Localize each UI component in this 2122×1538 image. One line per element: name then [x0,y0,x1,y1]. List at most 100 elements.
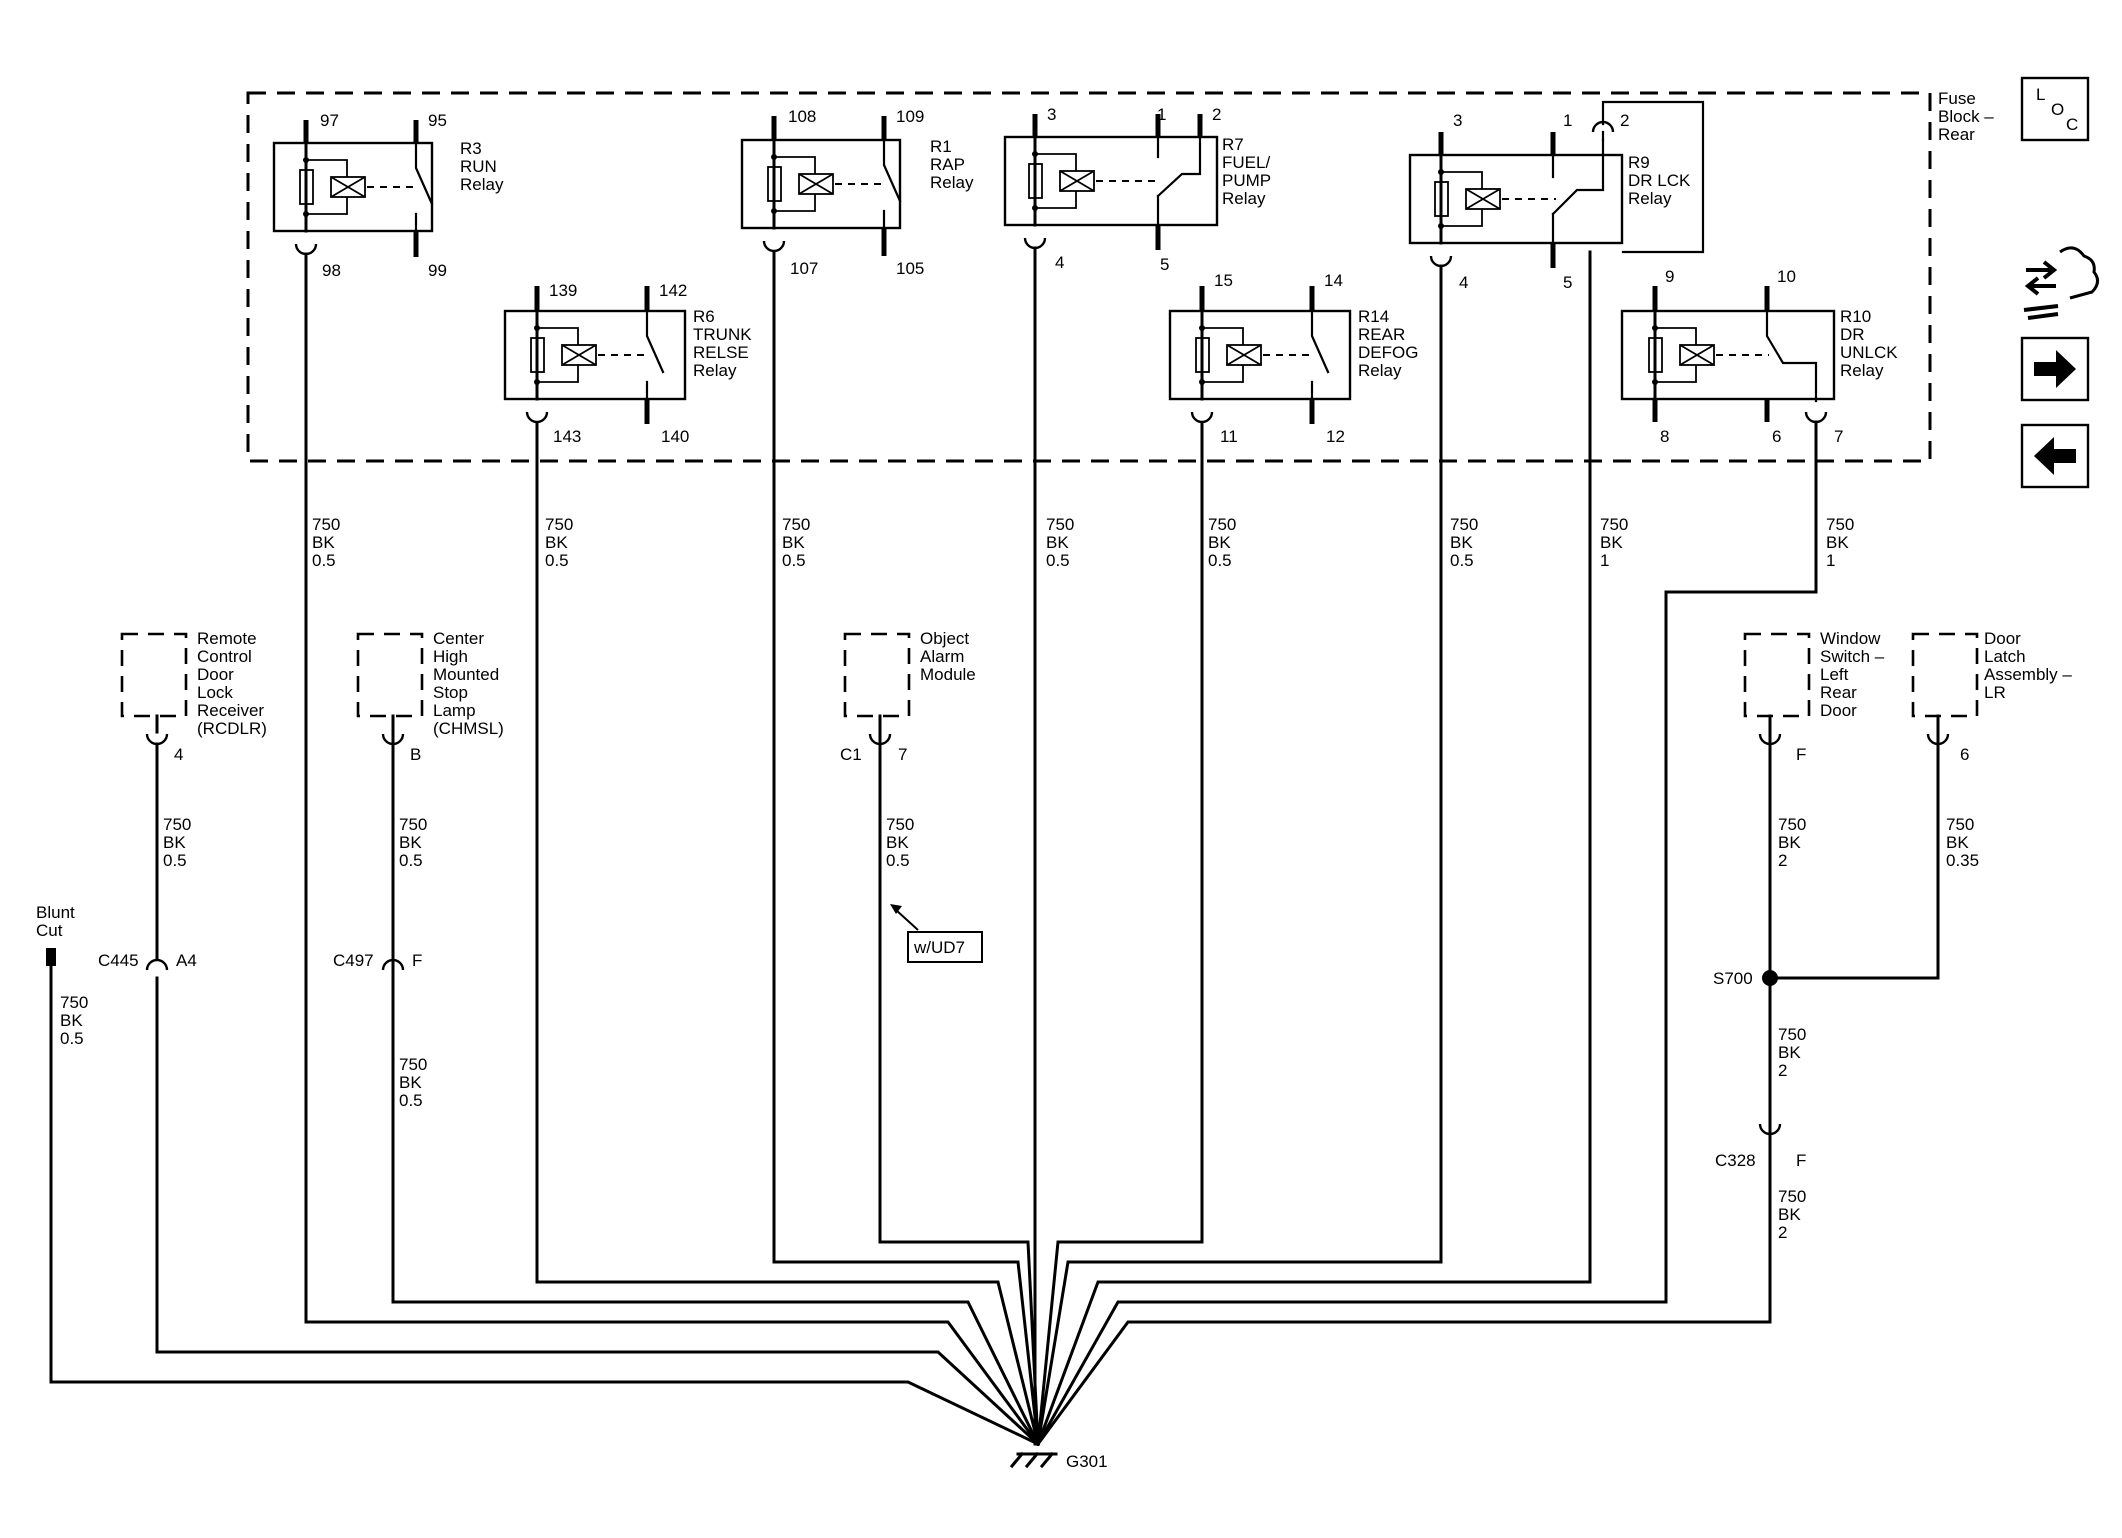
r3-pin-bottom-left: 98 [322,261,341,280]
r1-pin-bottom-right: 105 [896,259,924,278]
component-door-latch: 6 Door Latch Assembly – LR [1911,629,2077,764]
r14-pin-bottom-right: 12 [1326,427,1345,446]
r14-pin-top-right: 14 [1324,271,1343,290]
c445-pin: A4 [176,951,197,970]
dla-pin: 6 [1960,745,1969,764]
option-flag-label: w/UD7 [913,938,965,957]
relay-r3: 97 95 98 99 R3 RUN Relay [272,111,504,280]
r3-pin-top-left: 97 [320,111,339,130]
oam-label: Object Alarm Module [920,629,976,684]
rcdlr-pin: 4 [174,745,183,764]
r7-label: R7 FUEL/ PUMP Relay [1222,135,1276,208]
oam-pin: 7 [898,745,907,764]
fuse-block-outline [246,91,1932,463]
ground-g301: G301 [1009,1451,1108,1471]
r3-pin-bottom-right: 99 [428,261,447,280]
oam-connector: C1 [840,745,862,764]
relay-r6: 139 142 143 140 R6 TRUNK RELSE Relay [503,281,756,446]
dla-label: Door Latch Assembly – LR [1984,629,2077,702]
wsw-label: Window Switch – Left Rear Door [1820,629,1889,720]
component-chmsl: B Center High Mounted Stop Lamp (CHMSL) [356,629,504,960]
svg-text:C: C [2066,115,2078,134]
r7-pin-top-left: 3 [1047,105,1056,124]
r7-pin-top-mid: 1 [1157,105,1166,124]
c328-label: C328 [1715,1151,1756,1170]
relay-r1: 108 109 107 105 R1 RAP Relay [740,107,974,278]
arrow-right-icon[interactable] [2020,336,2090,402]
c328-pin: F [1796,1151,1806,1170]
rcdlr-label: Remote Control Door Lock Receiver (RCDLR… [197,629,269,738]
relay-r7: 3 1 2 4 5 R7 FUEL/ PUMP Relay [1003,105,1276,274]
r10-pin-bottom-left: 8 [1660,427,1669,446]
r6-pin-top-left: 139 [549,281,577,300]
component-icon[interactable] [2023,246,2099,320]
r9-pin-bottom-right: 5 [1563,273,1572,292]
g301-label: G301 [1066,1452,1108,1471]
r6-pin-bottom-left: 143 [553,427,581,446]
r14-pin-top-left: 15 [1214,271,1233,290]
r9-pin-top-right: 2 [1620,111,1629,130]
r1-label: R1 RAP Relay [930,137,974,192]
r10-pin-top-right: 10 [1777,267,1796,286]
wsw-pin: F [1796,745,1806,764]
r10-pin-bottom-mid: 6 [1772,427,1781,446]
r6-label: R6 TRUNK RELSE Relay [693,307,756,380]
c497-label: C497 [333,951,374,970]
svg-text:L: L [2036,85,2045,104]
relay-r14: 15 14 11 12 R14 REAR DEFOG Relay [1168,271,1423,446]
r10-label: R10 DR UNLCK Relay [1840,307,1902,380]
r7-pin-bottom-left: 4 [1055,253,1064,272]
r3-label: R3 RUN Relay [460,139,504,194]
component-rcdlr: 4 Remote Control Door Lock Receiver (RCD… [120,629,269,960]
r7-pin-bottom-right: 5 [1160,255,1169,274]
relay-r9: 3 1 2 4 5 R9 DR LCK Relay [1408,100,1705,292]
option-flag: w/UD7 [890,904,983,963]
blunt-cut: Blunt Cut [36,903,79,966]
loc-icon[interactable]: L O C [2020,76,2090,142]
r6-pin-bottom-right: 140 [661,427,689,446]
r14-pin-bottom-left: 11 [1220,427,1238,446]
chmsl-label: Center High Mounted Stop Lamp (CHMSL) [433,629,504,738]
c445-label: C445 [98,951,139,970]
svg-text:O: O [2051,100,2064,119]
component-window-switch: F Window Switch – Left Rear Door [1743,629,1889,764]
r1-pin-top-right: 109 [896,107,924,126]
blunt-cut-label: Blunt Cut [36,903,79,940]
r1-pin-top-left: 108 [788,107,816,126]
r9-pin-top-mid: 1 [1563,111,1572,130]
r3-pin-top-right: 95 [428,111,447,130]
arrow-left-icon[interactable] [2020,423,2090,489]
ground-wires [49,246,1940,1447]
chmsl-pin: B [410,745,421,764]
r10-pin-bottom-right: 7 [1834,427,1843,446]
connector-c497: C497 F [333,951,422,994]
r9-pin-bottom-left: 4 [1459,273,1468,292]
connector-c445: C445 A4 [98,951,197,994]
r10-pin-top-left: 9 [1665,267,1674,286]
r1-pin-bottom-left: 107 [790,259,818,278]
r14-label: R14 REAR DEFOG Relay [1358,307,1423,380]
connector-c328: C328 F [1715,1123,1806,1170]
fuse-block-label: Fuse Block – Rear [1938,89,1998,144]
r9-label: R9 DR LCK Relay [1628,153,1695,208]
r9-pin-top-left: 3 [1453,111,1462,130]
